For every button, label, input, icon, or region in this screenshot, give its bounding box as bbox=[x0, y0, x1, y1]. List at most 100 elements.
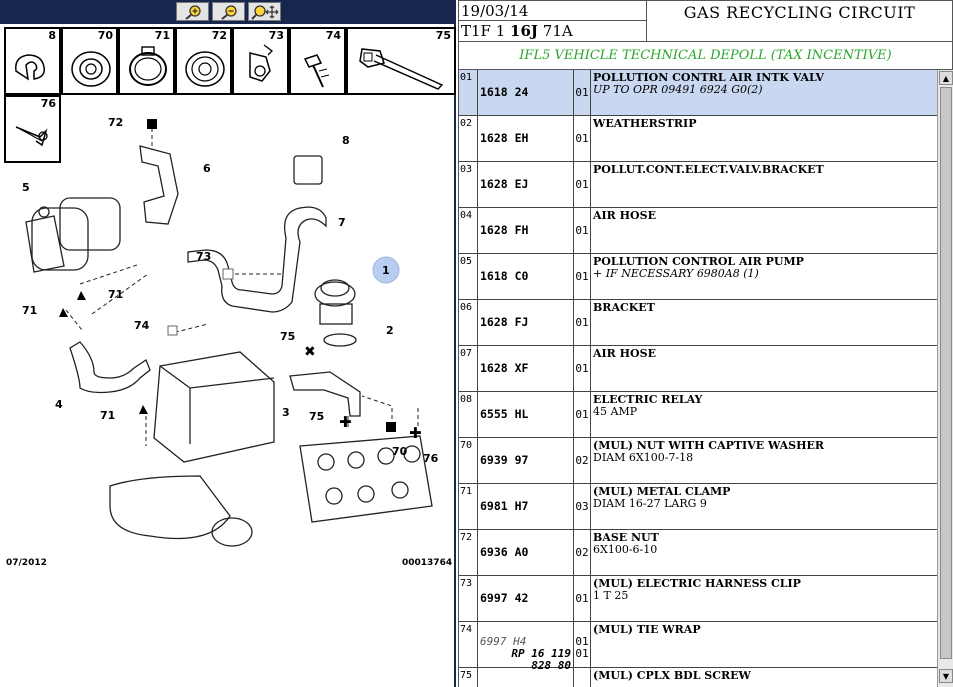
callout-72[interactable]: 72 bbox=[108, 116, 123, 129]
callout-4[interactable]: 4 bbox=[55, 398, 63, 411]
scroll-up-icon[interactable]: ▲ bbox=[939, 71, 953, 85]
row-index: 71 bbox=[459, 484, 478, 529]
callout-71[interactable]: 71 bbox=[100, 409, 115, 422]
quantity: 02 bbox=[574, 438, 591, 483]
page-title: GAS RECYCLING CIRCUIT bbox=[647, 0, 953, 42]
callout-1[interactable]: 1 bbox=[382, 264, 390, 277]
quantity: 01 bbox=[574, 162, 591, 207]
row-index: 03 bbox=[459, 162, 478, 207]
header-vehicle-code: T1F 1 16J 71A bbox=[458, 21, 647, 42]
air-filter-box-drawing bbox=[109, 351, 275, 547]
thumb-72[interactable]: 72 bbox=[175, 27, 232, 95]
scroll-thumb[interactable] bbox=[940, 87, 952, 659]
thumb-74[interactable]: 74 bbox=[289, 27, 346, 95]
exhaust-manifold-drawing bbox=[299, 435, 433, 523]
thumb-73[interactable]: 73 bbox=[232, 27, 289, 95]
zoom-pan-button[interactable] bbox=[248, 2, 281, 21]
part-reference: 1628 XF bbox=[478, 346, 574, 391]
callout-70[interactable]: 70 bbox=[392, 445, 408, 458]
page-subtitle: IFL5 VEHICLE TECHNICAL DEPOLL (TAX INCEN… bbox=[458, 42, 953, 70]
thumb-75[interactable]: 75 bbox=[346, 27, 456, 95]
callout-71[interactable]: 71 bbox=[22, 304, 37, 317]
diagram-date: 07/2012 bbox=[6, 558, 47, 568]
callout-8[interactable]: 8 bbox=[342, 134, 350, 147]
callout-74[interactable]: 74 bbox=[134, 319, 150, 332]
marker-square-72 bbox=[147, 119, 157, 129]
thumb-70[interactable]: 70 bbox=[61, 27, 118, 95]
callout-6[interactable]: 6 bbox=[203, 162, 211, 175]
part-title: (MUL) ELECTRIC HARNESS CLIP bbox=[593, 577, 801, 590]
quantity: 01 bbox=[574, 392, 591, 437]
part-title: POLLUTION CONTRL AIR INTK VALV bbox=[593, 71, 824, 84]
table-row[interactable]: 75 (MUL) CPLX BDL SCREW bbox=[459, 668, 937, 687]
callout-76[interactable]: 76 bbox=[423, 452, 439, 465]
zoom-in-icon bbox=[184, 4, 201, 20]
row-index: 08 bbox=[459, 392, 478, 437]
callout-5[interactable]: 5 bbox=[22, 181, 30, 194]
part-reference: 1628 EJ bbox=[478, 162, 574, 207]
part-detail: 6X100-6-10 bbox=[593, 543, 658, 556]
callout-71[interactable]: 71 bbox=[108, 288, 123, 301]
header-date: 19/03/14 bbox=[458, 0, 647, 21]
thumb-number: 8 bbox=[48, 29, 56, 42]
zoom-pan-icon bbox=[250, 4, 278, 20]
callout-7[interactable]: 7 bbox=[338, 216, 346, 229]
quantity: 01 bbox=[574, 346, 591, 391]
tie-wrap-icon bbox=[303, 54, 330, 88]
valve-bracket-drawing bbox=[289, 371, 361, 417]
quantity: 01 bbox=[574, 70, 591, 115]
part-title: AIR HOSE bbox=[593, 347, 656, 360]
thumb-76[interactable]: 76 bbox=[4, 95, 61, 163]
thumb-number: 72 bbox=[211, 29, 227, 42]
leader-lines bbox=[65, 128, 419, 446]
part-title: BRACKET bbox=[593, 301, 655, 314]
part-reference-line: 828 80 bbox=[531, 659, 571, 672]
thumb-8[interactable]: 8 bbox=[4, 27, 61, 95]
part-description: (MUL) CPLX BDL SCREW bbox=[591, 668, 937, 687]
part-detail: 45 AMP bbox=[593, 405, 638, 418]
marker-cross: ✖ bbox=[304, 344, 316, 360]
hose-4-drawing bbox=[69, 341, 151, 394]
marker-square-73 bbox=[222, 268, 234, 280]
part-title: (MUL) TIE WRAP bbox=[593, 623, 701, 636]
callout-75[interactable]: 75 bbox=[280, 330, 295, 343]
part-reference: 6981 H7 bbox=[478, 484, 574, 529]
vertical-scrollbar[interactable]: ▲ ▼ bbox=[937, 70, 953, 687]
callout-73[interactable]: 73 bbox=[196, 250, 211, 263]
marker-square-74 bbox=[167, 325, 178, 336]
selected-callout-highlight[interactable] bbox=[372, 256, 400, 284]
callout-3[interactable]: 3 bbox=[282, 406, 290, 419]
zoom-out-button[interactable] bbox=[212, 2, 245, 21]
part-description: BRACKET bbox=[591, 300, 937, 345]
part-reference: 6997 42 bbox=[478, 576, 574, 621]
quantity: 03 bbox=[574, 484, 591, 529]
callout-75[interactable]: 75 bbox=[309, 410, 324, 423]
part-reference-line: 6997 H4 bbox=[480, 635, 527, 648]
zoom-in-button[interactable] bbox=[176, 2, 209, 21]
thumb-71[interactable]: 71 bbox=[118, 27, 175, 95]
part-reference: 6555 HL bbox=[478, 392, 574, 437]
quantity: 01 bbox=[574, 254, 591, 299]
callout-2[interactable]: 2 bbox=[386, 324, 394, 337]
row-index: 75 bbox=[459, 668, 478, 687]
row-index: 04 bbox=[459, 208, 478, 253]
part-detail: UP TO OPR 09491 6924 G0(2) bbox=[593, 83, 763, 96]
scroll-down-icon[interactable]: ▼ bbox=[939, 669, 953, 683]
